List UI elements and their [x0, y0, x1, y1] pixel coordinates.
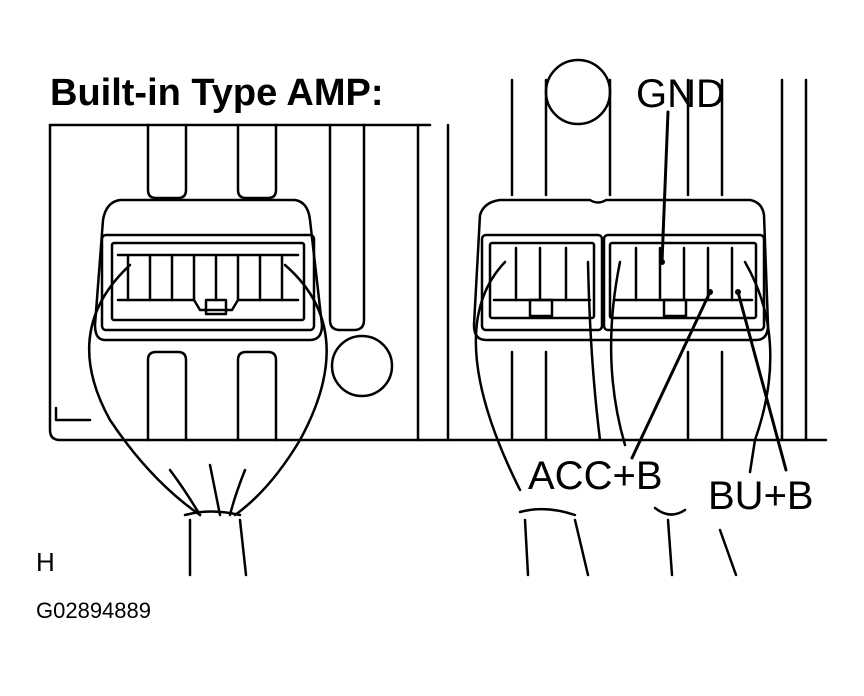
bu-leader — [736, 290, 788, 472]
diagram-title: Built-in Type AMP: — [50, 72, 384, 114]
pin-markers — [659, 259, 741, 295]
right-connector — [472, 198, 770, 342]
amplifier-housing — [48, 58, 828, 442]
callout-leaders — [630, 110, 788, 472]
acc-leader — [630, 290, 712, 460]
acc-label: ACC+B — [528, 454, 663, 498]
view-letter: H — [36, 547, 55, 577]
left-connector — [93, 198, 324, 342]
right-harness-wires — [474, 260, 772, 577]
figure-code: G02894889 — [36, 598, 151, 623]
left-harness-wires — [87, 263, 328, 577]
bu-label: BU+B — [708, 474, 814, 518]
gnd-label: GND — [636, 72, 725, 116]
gnd-leader — [660, 110, 670, 264]
